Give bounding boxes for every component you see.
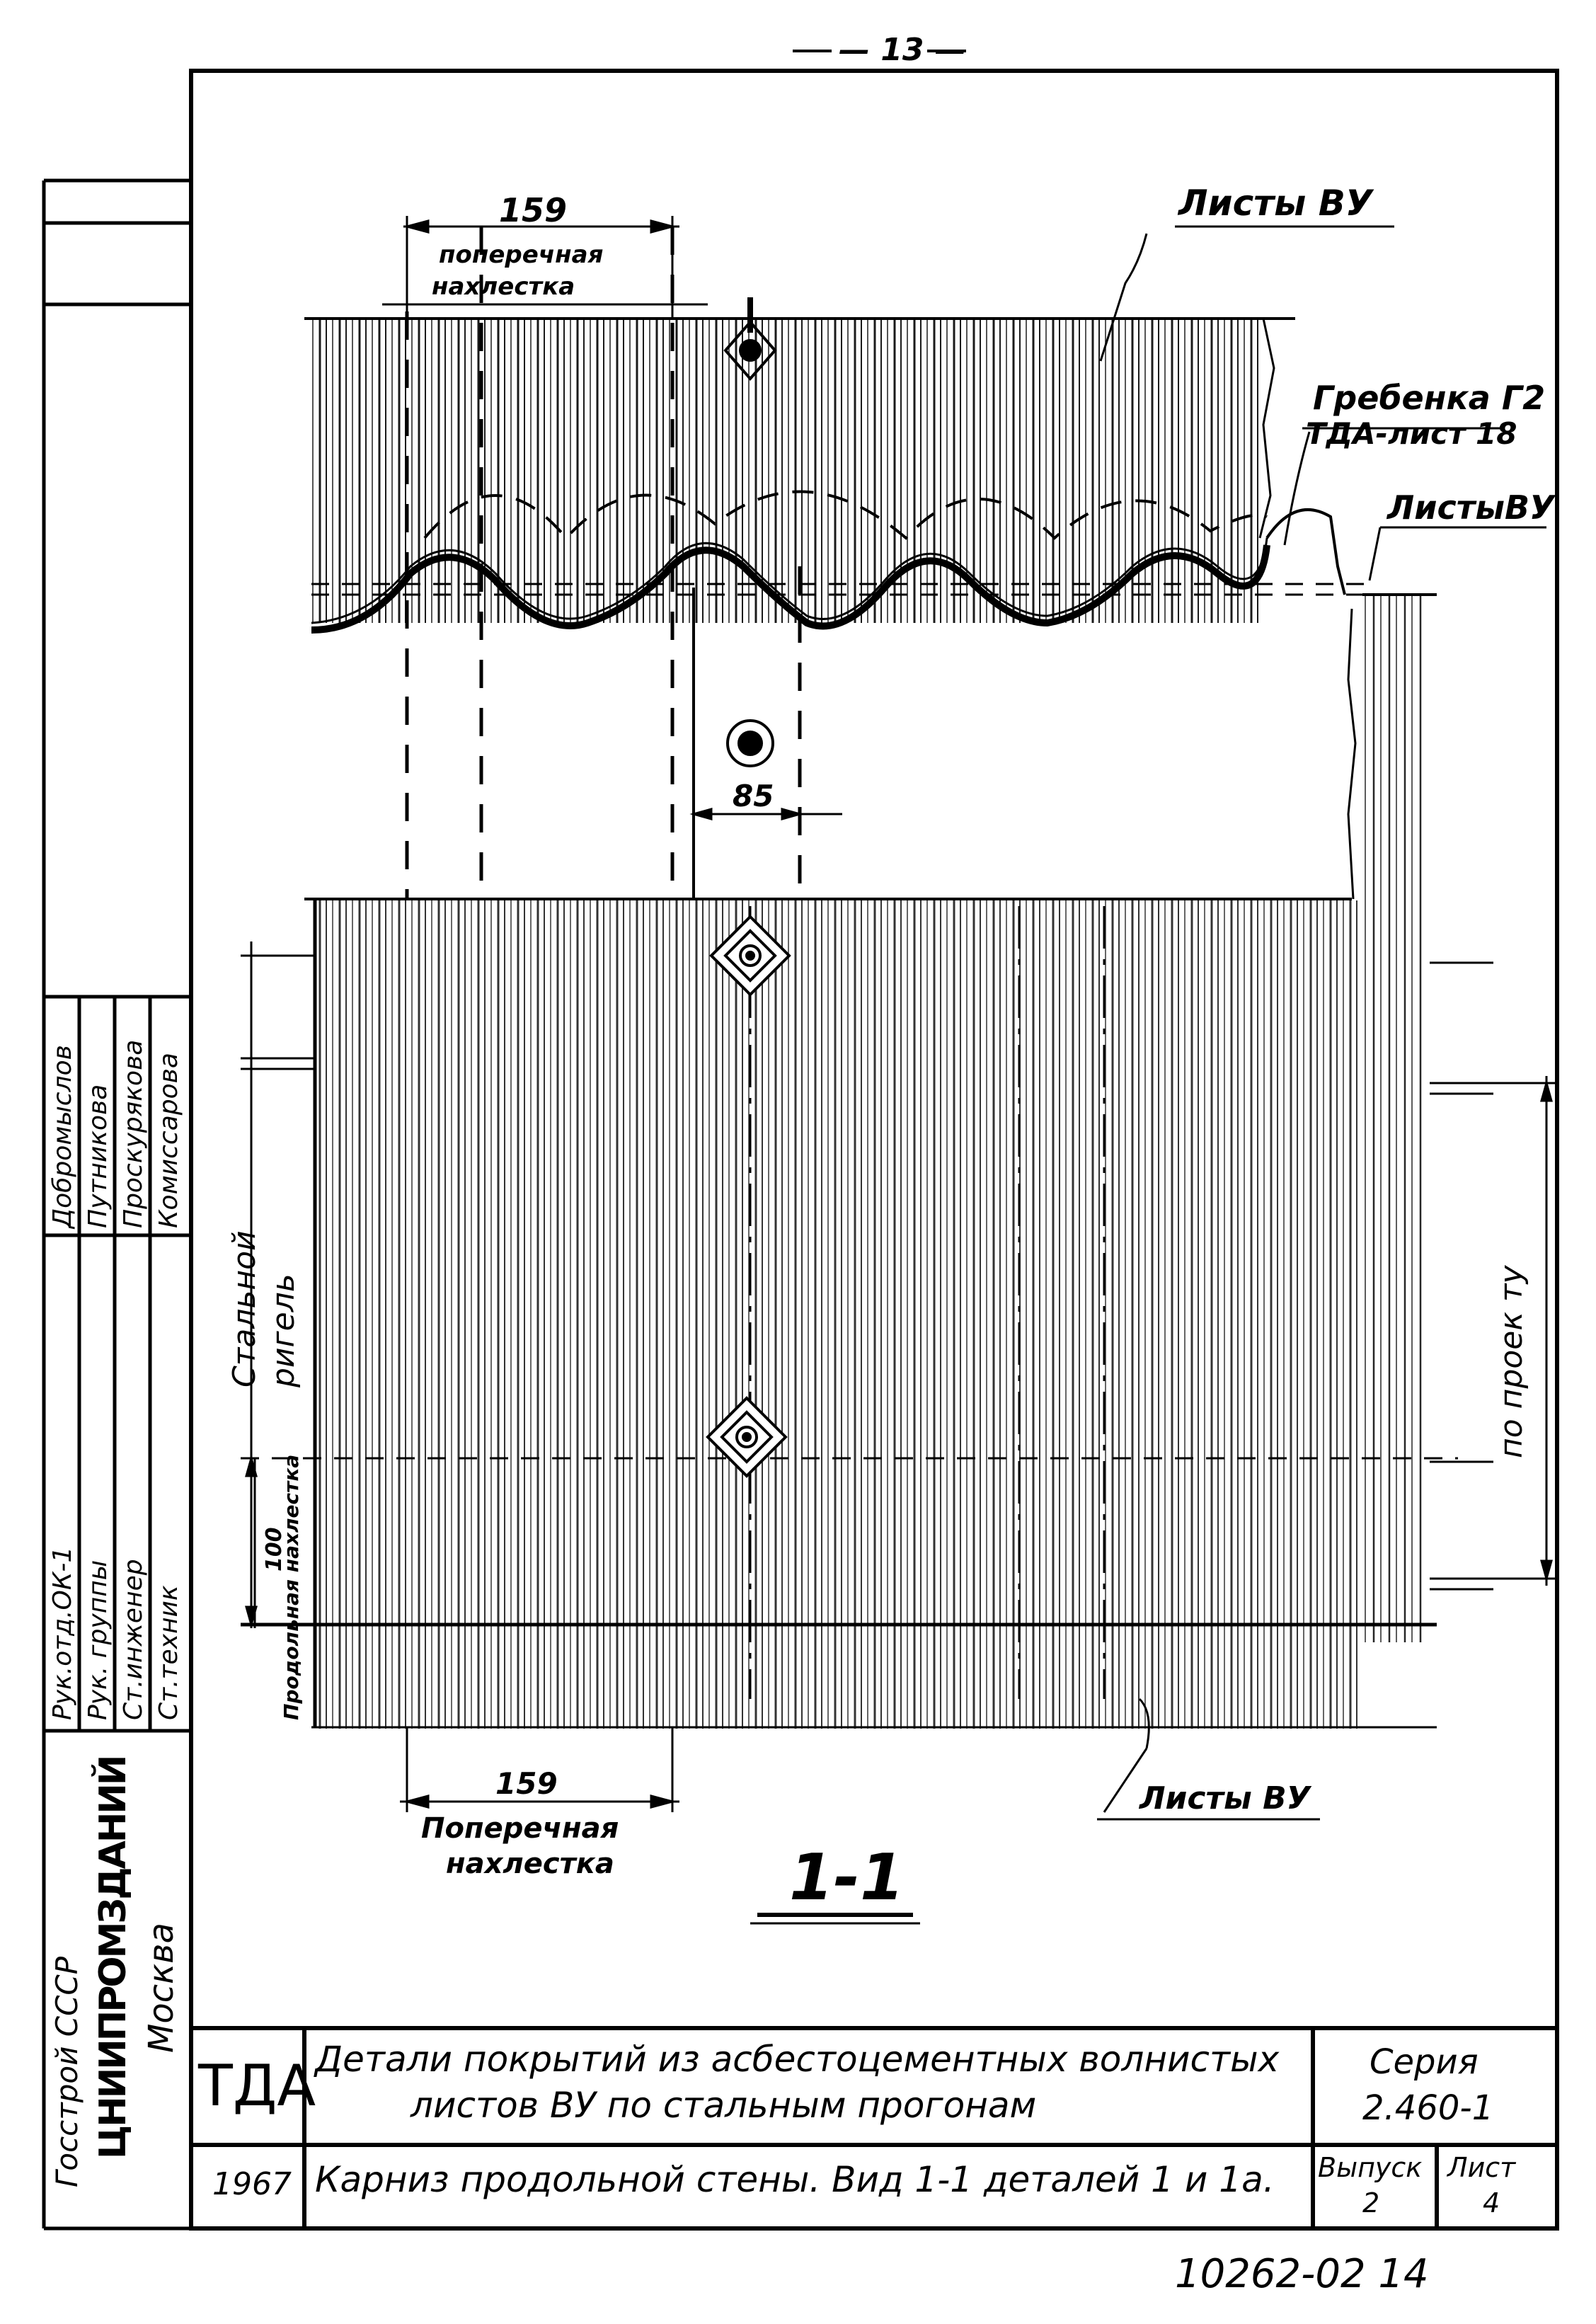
dim-middle: 85 — [733, 779, 774, 813]
dim-top-line1: поперечная — [439, 241, 604, 269]
label-top-sheets: Листы ВУ — [1178, 183, 1373, 224]
org-line3: Москва — [142, 1923, 181, 2053]
fastener-top — [723, 297, 777, 382]
dim-top-value: 159 — [499, 191, 568, 229]
name-4: Комиссарова — [154, 1053, 183, 1228]
name-1: Добромыслов — [48, 1045, 77, 1228]
issue-label: Выпуск — [1318, 2152, 1423, 2183]
main-frame — [189, 69, 1559, 2231]
dim-bottom-line1: Поперечная — [421, 1812, 619, 1845]
doc-number: 10262-02 14 — [1175, 2251, 1429, 2297]
lower-sheet-hatch — [315, 900, 1362, 1729]
label-ridge-line1: Гребенка Г2 — [1313, 379, 1546, 417]
sheet-label: Лист — [1447, 2152, 1516, 2183]
name-2: Путникова — [84, 1084, 113, 1228]
title-block-lines — [191, 2026, 1557, 2228]
dim-top-line2: нахлестка — [432, 273, 575, 301]
wave-profile — [311, 544, 1270, 634]
role-1: Рук.отд.ОК-1 — [48, 1546, 77, 1720]
purlin-dashes — [405, 227, 802, 899]
sheet-value: 4 — [1483, 2187, 1500, 2219]
right-sheet-hatch — [1362, 595, 1426, 1642]
org-line2: ЦНИИПРОМЗДАНИЙ — [92, 1756, 134, 2159]
dashed-wave — [423, 490, 1268, 541]
year: 1967 — [212, 2166, 292, 2202]
fastener-lower-1 — [709, 915, 791, 997]
left-strip-lines — [42, 178, 191, 2231]
org-line1: Госстрой СССР — [50, 1956, 84, 2187]
role-2: Рук. группы — [84, 1559, 113, 1720]
title-line1: Детали покрытий из асбестоцементных волн… — [315, 2039, 1280, 2080]
org-code: ТДА — [198, 2053, 316, 2119]
sheet-title: Карниз продольной стены. Вид 1-1 деталей… — [315, 2159, 1275, 2200]
issue-value: 2 — [1362, 2187, 1380, 2219]
series-value: 2.460-1 — [1362, 2088, 1494, 2128]
name-3: Проскурякова — [119, 1039, 148, 1228]
page-number: — 13 — — [839, 32, 966, 68]
label-long-overlap: Продольная нахлестка — [280, 1454, 303, 1720]
upper-sheet-hatch — [311, 319, 1263, 623]
label-ridge-line2: ТДА-лист 18 — [1306, 416, 1517, 451]
dim-bottom-value: 159 — [495, 1766, 558, 1801]
section-label: 1-1 — [789, 1841, 905, 1915]
label-right-sheets: ЛистыВУ — [1387, 488, 1555, 527]
fastener-middle — [726, 719, 774, 767]
role-3: Ст.инженер — [119, 1559, 148, 1720]
fastener-lower-2 — [706, 1396, 788, 1478]
label-by-project: по проек ту — [1493, 1265, 1529, 1458]
title-line2: листов ВУ по стальным прогонам — [411, 2085, 1037, 2126]
dim-bottom-line2: нахлестка — [446, 1848, 614, 1880]
role-4: Ст.техник — [154, 1585, 183, 1720]
label-steel-beam-line2: ригель — [265, 1273, 302, 1387]
series-label: Серия — [1370, 2042, 1479, 2082]
label-bottom-sheets: Листы ВУ — [1139, 1780, 1311, 1816]
label-steel-beam-line1: Стальной — [226, 1230, 263, 1387]
